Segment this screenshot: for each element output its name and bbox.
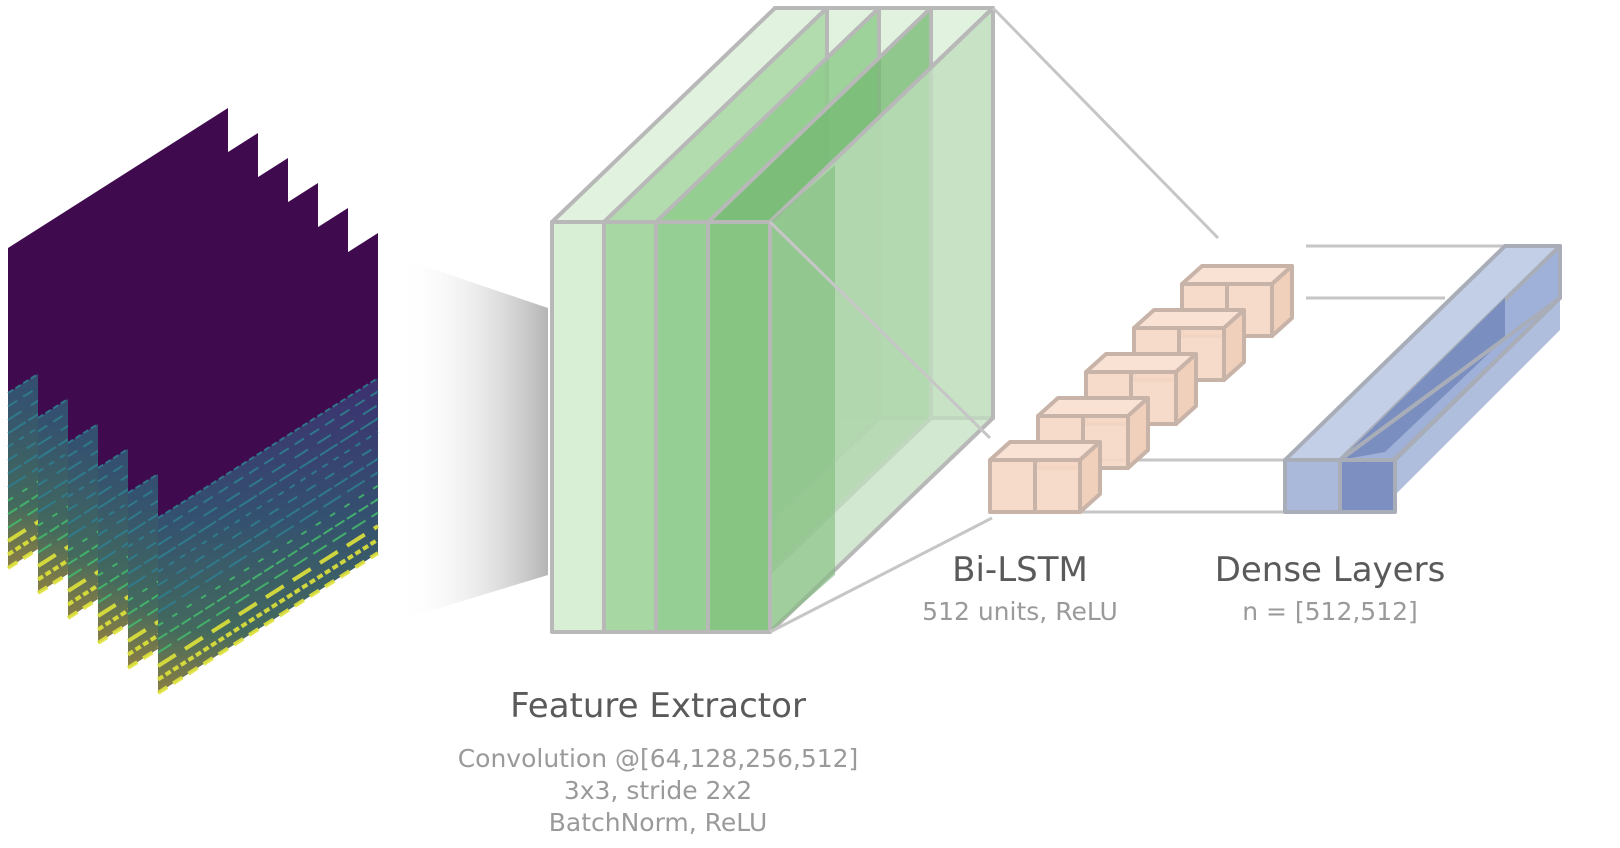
- feature-extractor-norm-text: BatchNorm, ReLU: [548, 808, 768, 837]
- spectrogram-stack: [6, 108, 380, 695]
- dense-layers-subtitle: n = [512,512]: [1242, 597, 1418, 626]
- dense-layers-blocks: [1283, 244, 1562, 514]
- feature-extractor-title: Feature Extractor: [510, 686, 806, 726]
- bilstm-cells: [988, 264, 1294, 514]
- extractor-lstm-connectors: [768, 6, 1220, 634]
- feature-extractor-kernel-text: 3x3, stride 2x2: [563, 776, 753, 805]
- feature-extractor-conv-text: Convolution @[64,128,256,512]: [457, 744, 859, 773]
- lstm-dense-connectors: [1082, 244, 1505, 514]
- feature-extractor-blocks: [550, 6, 995, 634]
- input-funnel: [400, 258, 548, 620]
- spectrogram-sheet: [156, 233, 380, 695]
- bilstm-cell: [988, 440, 1102, 514]
- bilstm-subtitle: 512 units, ReLU: [922, 597, 1118, 626]
- dense-layers-title: Dense Layers: [1214, 550, 1446, 590]
- bilstm-title: Bi-LSTM: [952, 550, 1088, 590]
